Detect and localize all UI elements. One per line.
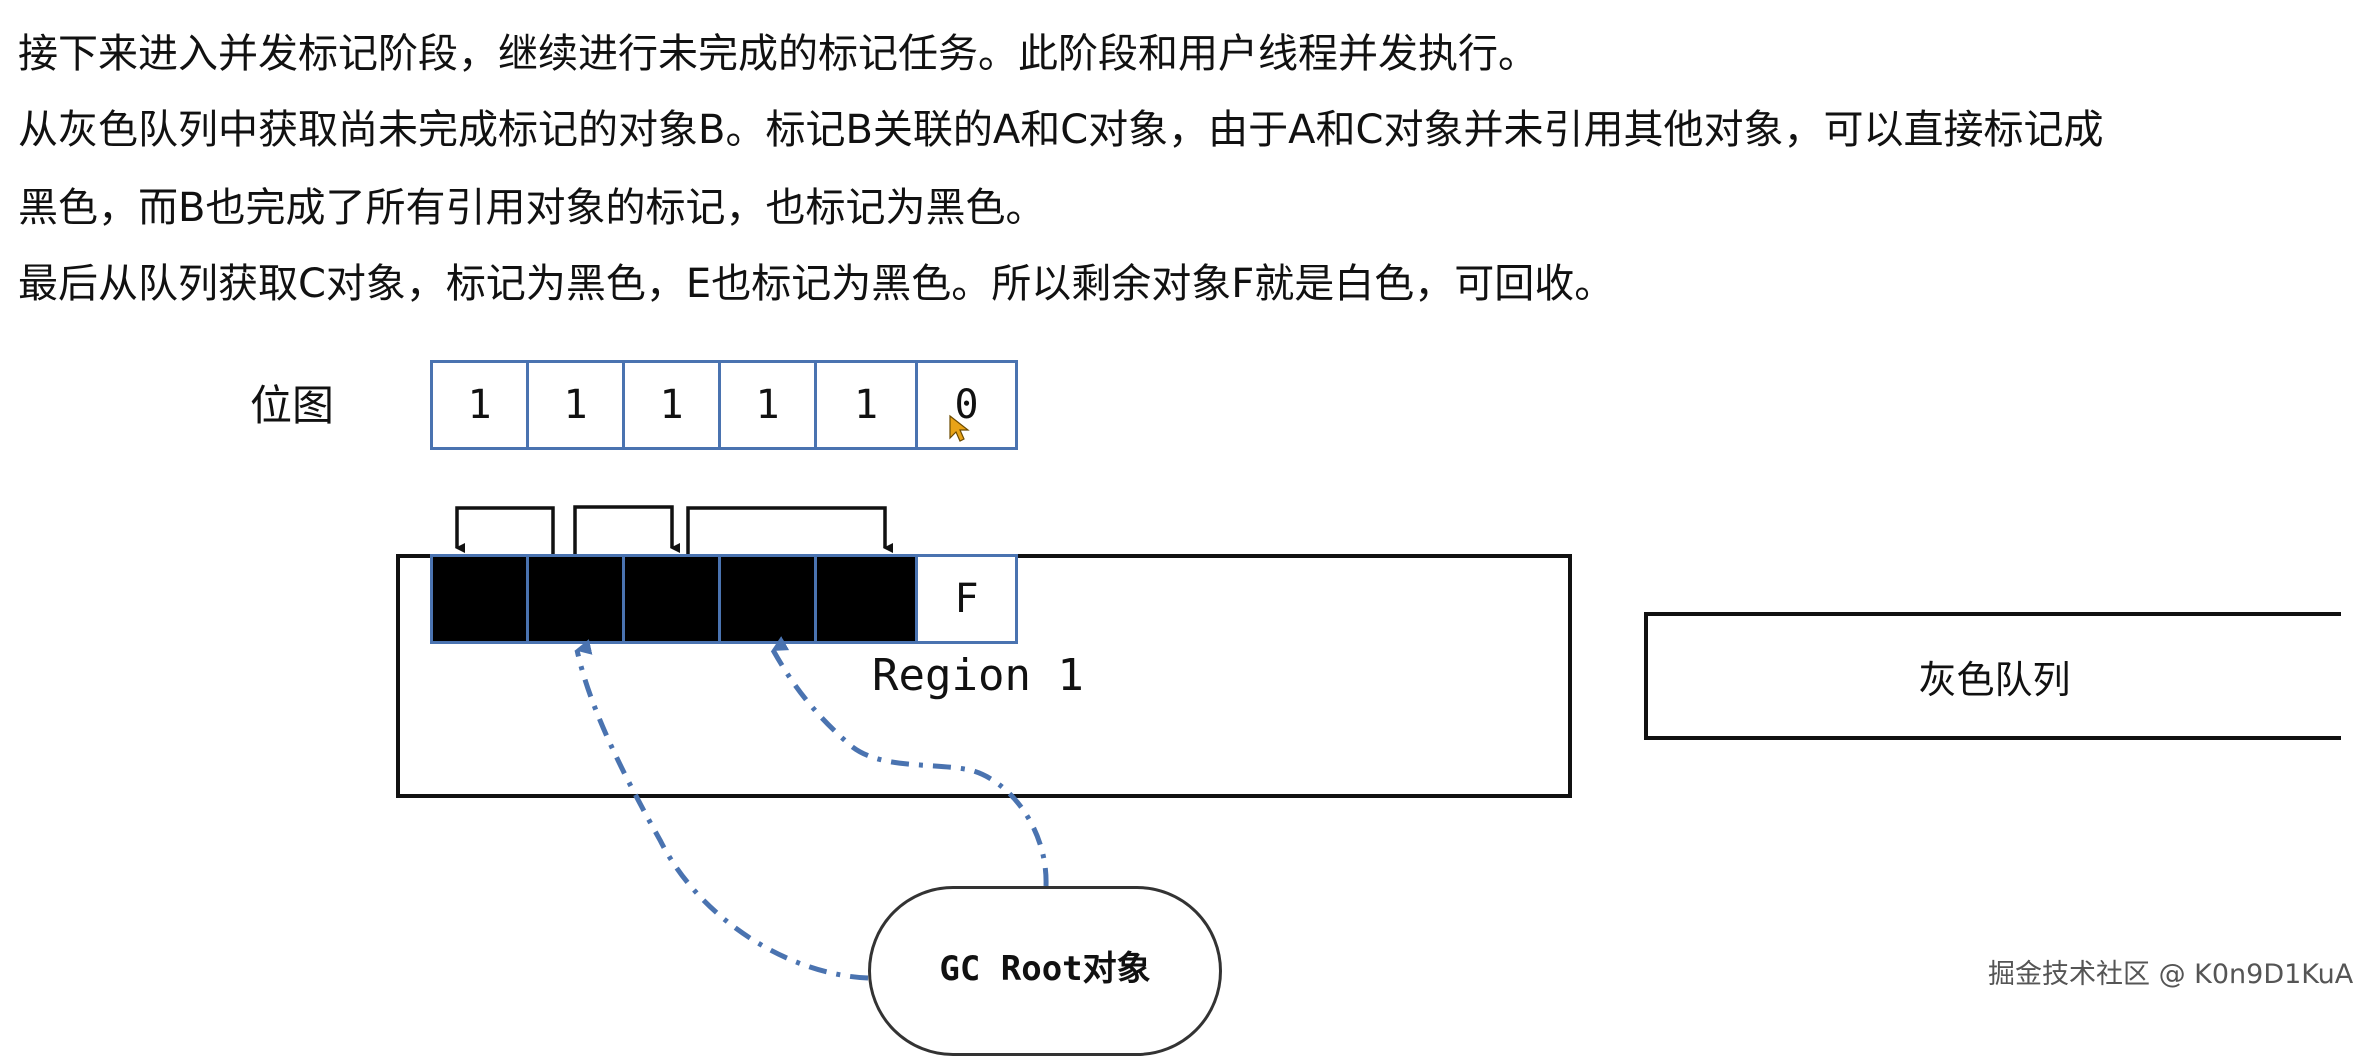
region-label: Region 1 <box>872 650 1084 701</box>
paragraph-final-marking: 最后从队列获取C对象，标记为黑色，E也标记为黑色。所以剩余对象F就是白色，可回收… <box>18 261 1615 307</box>
bitmap-cell-3: 1 <box>622 360 721 450</box>
root-arrow-to-b <box>574 639 869 981</box>
ref-arrow-c-to-e <box>686 506 893 554</box>
bitmap-label: 位图 <box>250 381 335 430</box>
bitmap-cell-1: 1 <box>430 360 529 450</box>
ref-arrow-b-to-c <box>573 505 680 554</box>
ref-arrow-b-to-a <box>455 506 555 554</box>
bitmap-cell-2: 1 <box>526 360 625 450</box>
bitmap-cell-4: 1 <box>718 360 817 450</box>
bitmap-cell-6: 0 <box>915 360 1018 450</box>
reference-arrows <box>455 505 1049 981</box>
mouse-cursor-icon <box>949 414 970 442</box>
paragraph-mark-b-continued: 黑色，而B也完成了所有引用对象的标记，也标记为黑色。 <box>18 185 1046 231</box>
gc-root-label: GC Root对象 <box>939 949 1151 989</box>
paragraph-mark-b: 从灰色队列中获取尚未完成标记的对象B。标记B关联的A和C对象，由于A和C对象并未… <box>18 107 2104 153</box>
gc-root-node: GC Root对象 <box>868 886 1222 1056</box>
root-arrow-to-e <box>770 636 1049 887</box>
object-cell-3 <box>622 554 721 644</box>
paragraph-concurrent-marking: 接下来进入并发标记阶段，继续进行未完成的标记任务。此阶段和用户线程并发执行。 <box>18 31 1538 77</box>
watermark: 掘金技术社区 @ K0n9D1KuA <box>1988 959 2353 990</box>
object-cell-f: F <box>915 554 1018 644</box>
gray-queue-box: 灰色队列 <box>1644 612 2341 740</box>
bitmap-cell-5: 1 <box>814 360 918 450</box>
object-cell-4 <box>718 554 817 644</box>
gray-queue-label: 灰色队列 <box>1918 657 2071 702</box>
